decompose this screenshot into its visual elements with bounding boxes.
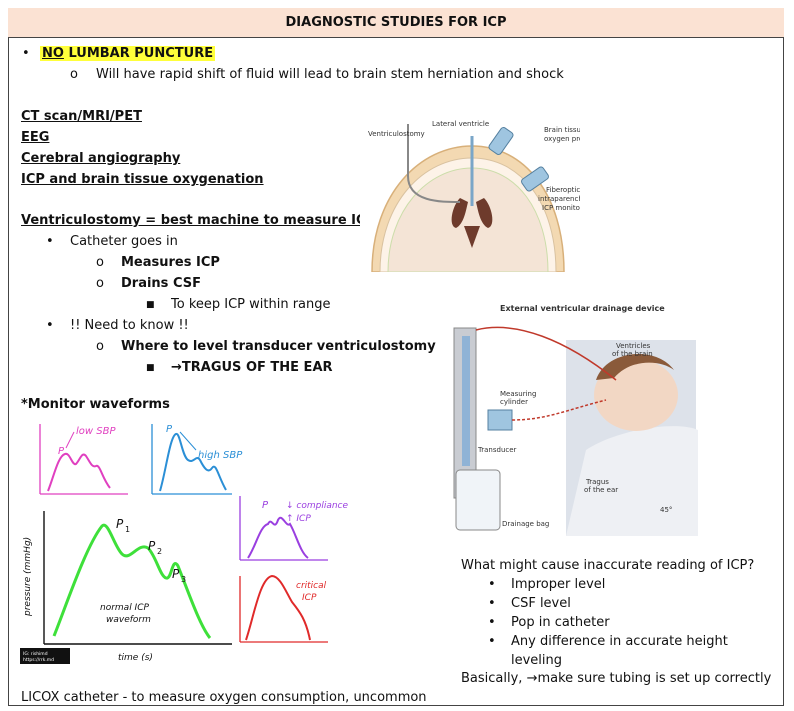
normal-label-1: normal ICP [100, 603, 149, 613]
page-title: DIAGNOSTIC STUDIES FOR ICP [8, 8, 784, 38]
evd-measuring-1: Measuring [500, 390, 536, 398]
study-angiography: Cerebral angiography [21, 151, 181, 166]
label-lateral-ventricle: Lateral ventricle [432, 120, 489, 128]
evd-device-figure: External ventricular drainage device Ven… [436, 300, 698, 538]
compliance-waveform: P ↓ compliance ↑ ICP [239, 496, 349, 561]
p2-label-purple: P [262, 500, 269, 511]
tragus-answer: →TRAGUS OF THE EAR [171, 360, 333, 375]
normal-icp-waveform: P 1 P 2 P 3 normal ICP waveform pressure… [20, 511, 232, 664]
evd-transducer: Transducer [477, 446, 517, 454]
bullet-dot: • [488, 577, 496, 592]
study-eeg: EEG [21, 130, 50, 145]
high-sbp-waveform: P high SBP [151, 424, 243, 495]
label-ventriculostomy: Ventriculostomy [368, 130, 425, 138]
label-fiberoptic-2: intraparenchymal [538, 195, 580, 203]
inaccurate-summary: Basically, →make sure tubing is set up c… [461, 671, 772, 686]
evd-drainage-bag: Drainage bag [502, 520, 549, 528]
time-axis-label: time (s) [118, 653, 153, 663]
bullet-dot: • [488, 634, 496, 649]
evd-tragus-2: of the ear [584, 486, 618, 494]
inaccurate-item: Improper level [511, 577, 606, 592]
ventriculostomy-heading: Ventriculostomy = best machine to measur… [21, 213, 376, 228]
inaccurate-question: What might cause inaccurate reading of I… [461, 558, 755, 573]
square-bullet: ■ [146, 363, 155, 373]
inaccurate-item: CSF level [511, 596, 571, 611]
icp-up-label: ↑ ICP [286, 514, 311, 524]
bullet-dot: • [46, 318, 54, 333]
credit-url: https://rrk.md [23, 657, 54, 663]
critical-icp-waveform: critical ICP [239, 574, 328, 643]
compliance-label: ↓ compliance [286, 501, 349, 511]
sub-circle: o [96, 339, 104, 354]
p1-label-blue: P [166, 424, 173, 435]
sub-circle: o [96, 255, 104, 270]
licox-note: LICOX catheter - to measure oxygen consu… [21, 690, 427, 705]
p1-label-pink: P [58, 446, 65, 457]
evd-measuring-2: cylinder [500, 398, 528, 406]
p1-big: P [116, 517, 124, 531]
catheter-goes-in: Catheter goes in [70, 234, 178, 249]
monitor-waveforms-heading: *Monitor waveforms [21, 397, 170, 412]
bullet-dot: • [46, 234, 54, 249]
inaccurate-item: Any difference in accurate height [511, 634, 728, 649]
drains-csf: Drains CSF [121, 276, 201, 291]
evd-ventricles-2: of the brain [612, 350, 653, 358]
inaccurate-item-continuation: leveling [511, 653, 563, 668]
evd-title: External ventricular drainage device [500, 304, 665, 313]
label-probe-1: Brain tissue [544, 126, 580, 134]
lp-consequence: Will have rapid shift of fluid will lead… [96, 67, 564, 82]
high-sbp-label: high SBP [198, 450, 243, 461]
normal-label-2: waveform [106, 615, 151, 625]
pressure-axis-label: pressure (mmHg) [23, 537, 33, 617]
p2-big-sub: 2 [157, 547, 162, 556]
sub-circle: o [70, 67, 78, 82]
label-probe-2: oxygen probe [544, 135, 580, 143]
p3-big: P [172, 567, 180, 581]
label-fiberoptic-3: ICP monitor [542, 204, 580, 212]
p2-big: P [148, 539, 156, 553]
need-to-know: !! Need to know !! [70, 318, 189, 333]
study-ct: CT scan/MRI/PET [21, 109, 142, 124]
sub-circle: o [96, 276, 104, 291]
p3-big-sub: 3 [181, 575, 186, 584]
evd-tragus-1: Tragus [585, 478, 609, 486]
bullet-dot: • [488, 596, 496, 611]
p1-big-sub: 1 [125, 525, 130, 534]
low-sbp-waveform: P low SBP [39, 424, 128, 495]
inaccurate-item: Pop in catheter [511, 615, 610, 630]
critical-icp-label: ICP [302, 593, 317, 603]
lp-rest: LUMBAR PUNCTURE [63, 46, 214, 61]
measures-icp: Measures ICP [121, 255, 220, 270]
brain-cross-section-figure: Ventriculostomy Lateral ventricle Brain … [360, 106, 580, 272]
credit-ig: IG: rishimd [23, 651, 48, 657]
square-bullet: ■ [146, 300, 155, 310]
level-transducer-question: Where to level transducer ventriculostom… [121, 339, 444, 354]
no-lumbar-puncture: NO LUMBAR PUNCTURE [40, 45, 216, 63]
critical-label: critical [296, 581, 327, 591]
waveform-sketches: P low SBP P high SBP P 1 P 2 P 3 normal … [20, 424, 349, 664]
evd-angle: 45° [660, 506, 672, 514]
low-sbp-label: low SBP [76, 426, 116, 437]
bullet-dot: • [488, 615, 496, 630]
label-fiberoptic-1: Fiberoptic [546, 186, 580, 194]
keep-icp-range: To keep ICP within range [171, 297, 331, 312]
evd-ventricles-1: Ventricles [616, 342, 651, 350]
bullet-dot: • [22, 46, 30, 61]
no-word: NO [42, 46, 64, 61]
study-icp-oxygenation: ICP and brain tissue oxygenation [21, 172, 264, 187]
